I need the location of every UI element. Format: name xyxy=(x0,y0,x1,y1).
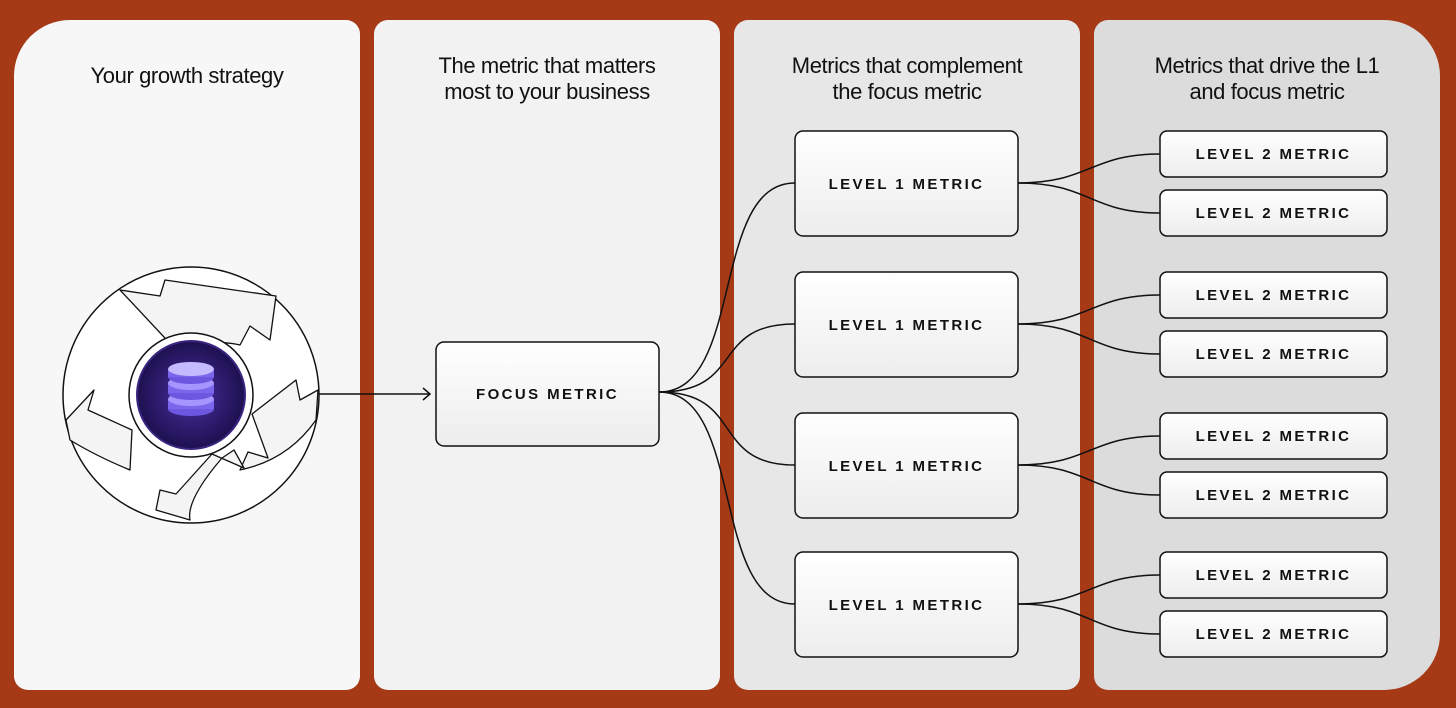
level2-box: LEVEL 2 METRIC xyxy=(1159,551,1388,599)
strategy-to-focus-arrow xyxy=(319,387,432,401)
focus-connectors xyxy=(658,182,796,605)
focus-metric-label: FOCUS METRIC xyxy=(476,386,619,403)
level2-box: LEVEL 2 METRIC xyxy=(1159,189,1388,237)
level2-label: LEVEL 2 METRIC xyxy=(1196,428,1352,445)
level2-box: LEVEL 2 METRIC xyxy=(1159,471,1388,519)
level2-box: LEVEL 2 METRIC xyxy=(1159,412,1388,460)
level1-box: LEVEL 1 METRIC xyxy=(794,551,1019,658)
level1-label: LEVEL 1 METRIC xyxy=(829,176,985,193)
growth-cycle xyxy=(62,266,320,524)
level1-connectors xyxy=(1017,153,1161,635)
level2-label: LEVEL 2 METRIC xyxy=(1196,626,1352,643)
database-icon xyxy=(168,362,214,416)
level1-label: LEVEL 1 METRIC xyxy=(829,597,985,614)
level2-label: LEVEL 2 METRIC xyxy=(1196,567,1352,584)
level2-label: LEVEL 2 METRIC xyxy=(1196,487,1352,504)
column-title: Metrics that complement the focus metric xyxy=(791,53,1023,104)
level2-label: LEVEL 2 METRIC xyxy=(1196,346,1352,363)
level2-box: LEVEL 2 METRIC xyxy=(1159,271,1388,319)
level1-label: LEVEL 1 METRIC xyxy=(829,317,985,334)
level2-label: LEVEL 2 METRIC xyxy=(1196,146,1352,163)
level2-box: LEVEL 2 METRIC xyxy=(1159,610,1388,658)
level2-box: LEVEL 2 METRIC xyxy=(1159,330,1388,378)
level1-box: LEVEL 1 METRIC xyxy=(794,271,1019,378)
column-title: Metrics that drive the L1 and focus metr… xyxy=(1154,53,1380,104)
level2-label: LEVEL 2 METRIC xyxy=(1196,287,1352,304)
level1-label: LEVEL 1 METRIC xyxy=(829,458,985,475)
column-title: The metric that matters most to your bus… xyxy=(438,53,656,104)
level2-box: LEVEL 2 METRIC xyxy=(1159,130,1388,178)
cycle-arrows-icon xyxy=(65,279,319,521)
level1-box: LEVEL 1 METRIC xyxy=(794,412,1019,519)
level1-box: LEVEL 1 METRIC xyxy=(794,130,1019,237)
focus-metric-box: FOCUS METRIC xyxy=(435,341,660,447)
level2-label: LEVEL 2 METRIC xyxy=(1196,205,1352,222)
column-title: Your growth strategy xyxy=(90,63,284,88)
